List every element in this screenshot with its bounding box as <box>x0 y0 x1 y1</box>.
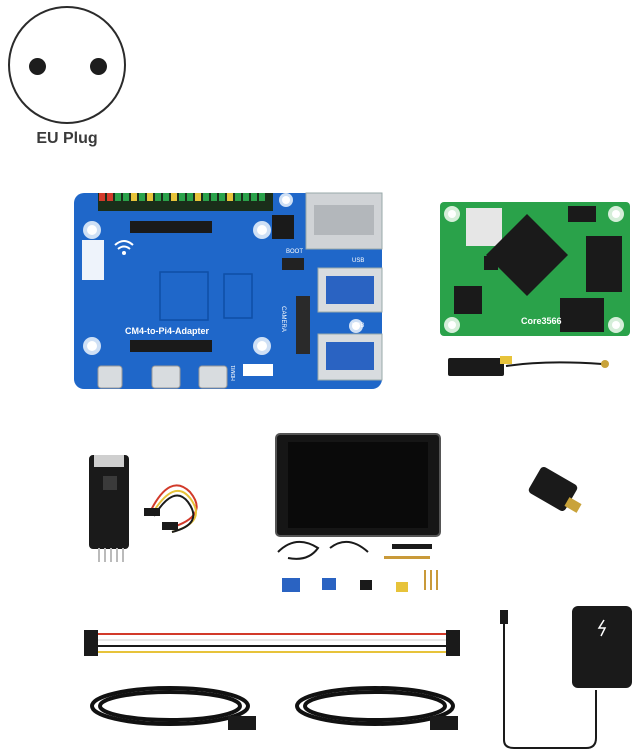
boot-label: BOOT <box>286 249 304 255</box>
usb-top-label: USB <box>352 258 365 264</box>
eu-plug-icon <box>8 6 126 124</box>
eu-plug-label: EU Plug <box>36 130 98 147</box>
core-module-name: Core3566 <box>521 316 562 326</box>
carrier-board-name: CM4-to-Pi4-Adapter <box>125 326 210 336</box>
usb-bottom-label: USB <box>352 323 365 329</box>
plug-pin-left <box>29 58 46 75</box>
plug-pin-right <box>90 58 107 75</box>
